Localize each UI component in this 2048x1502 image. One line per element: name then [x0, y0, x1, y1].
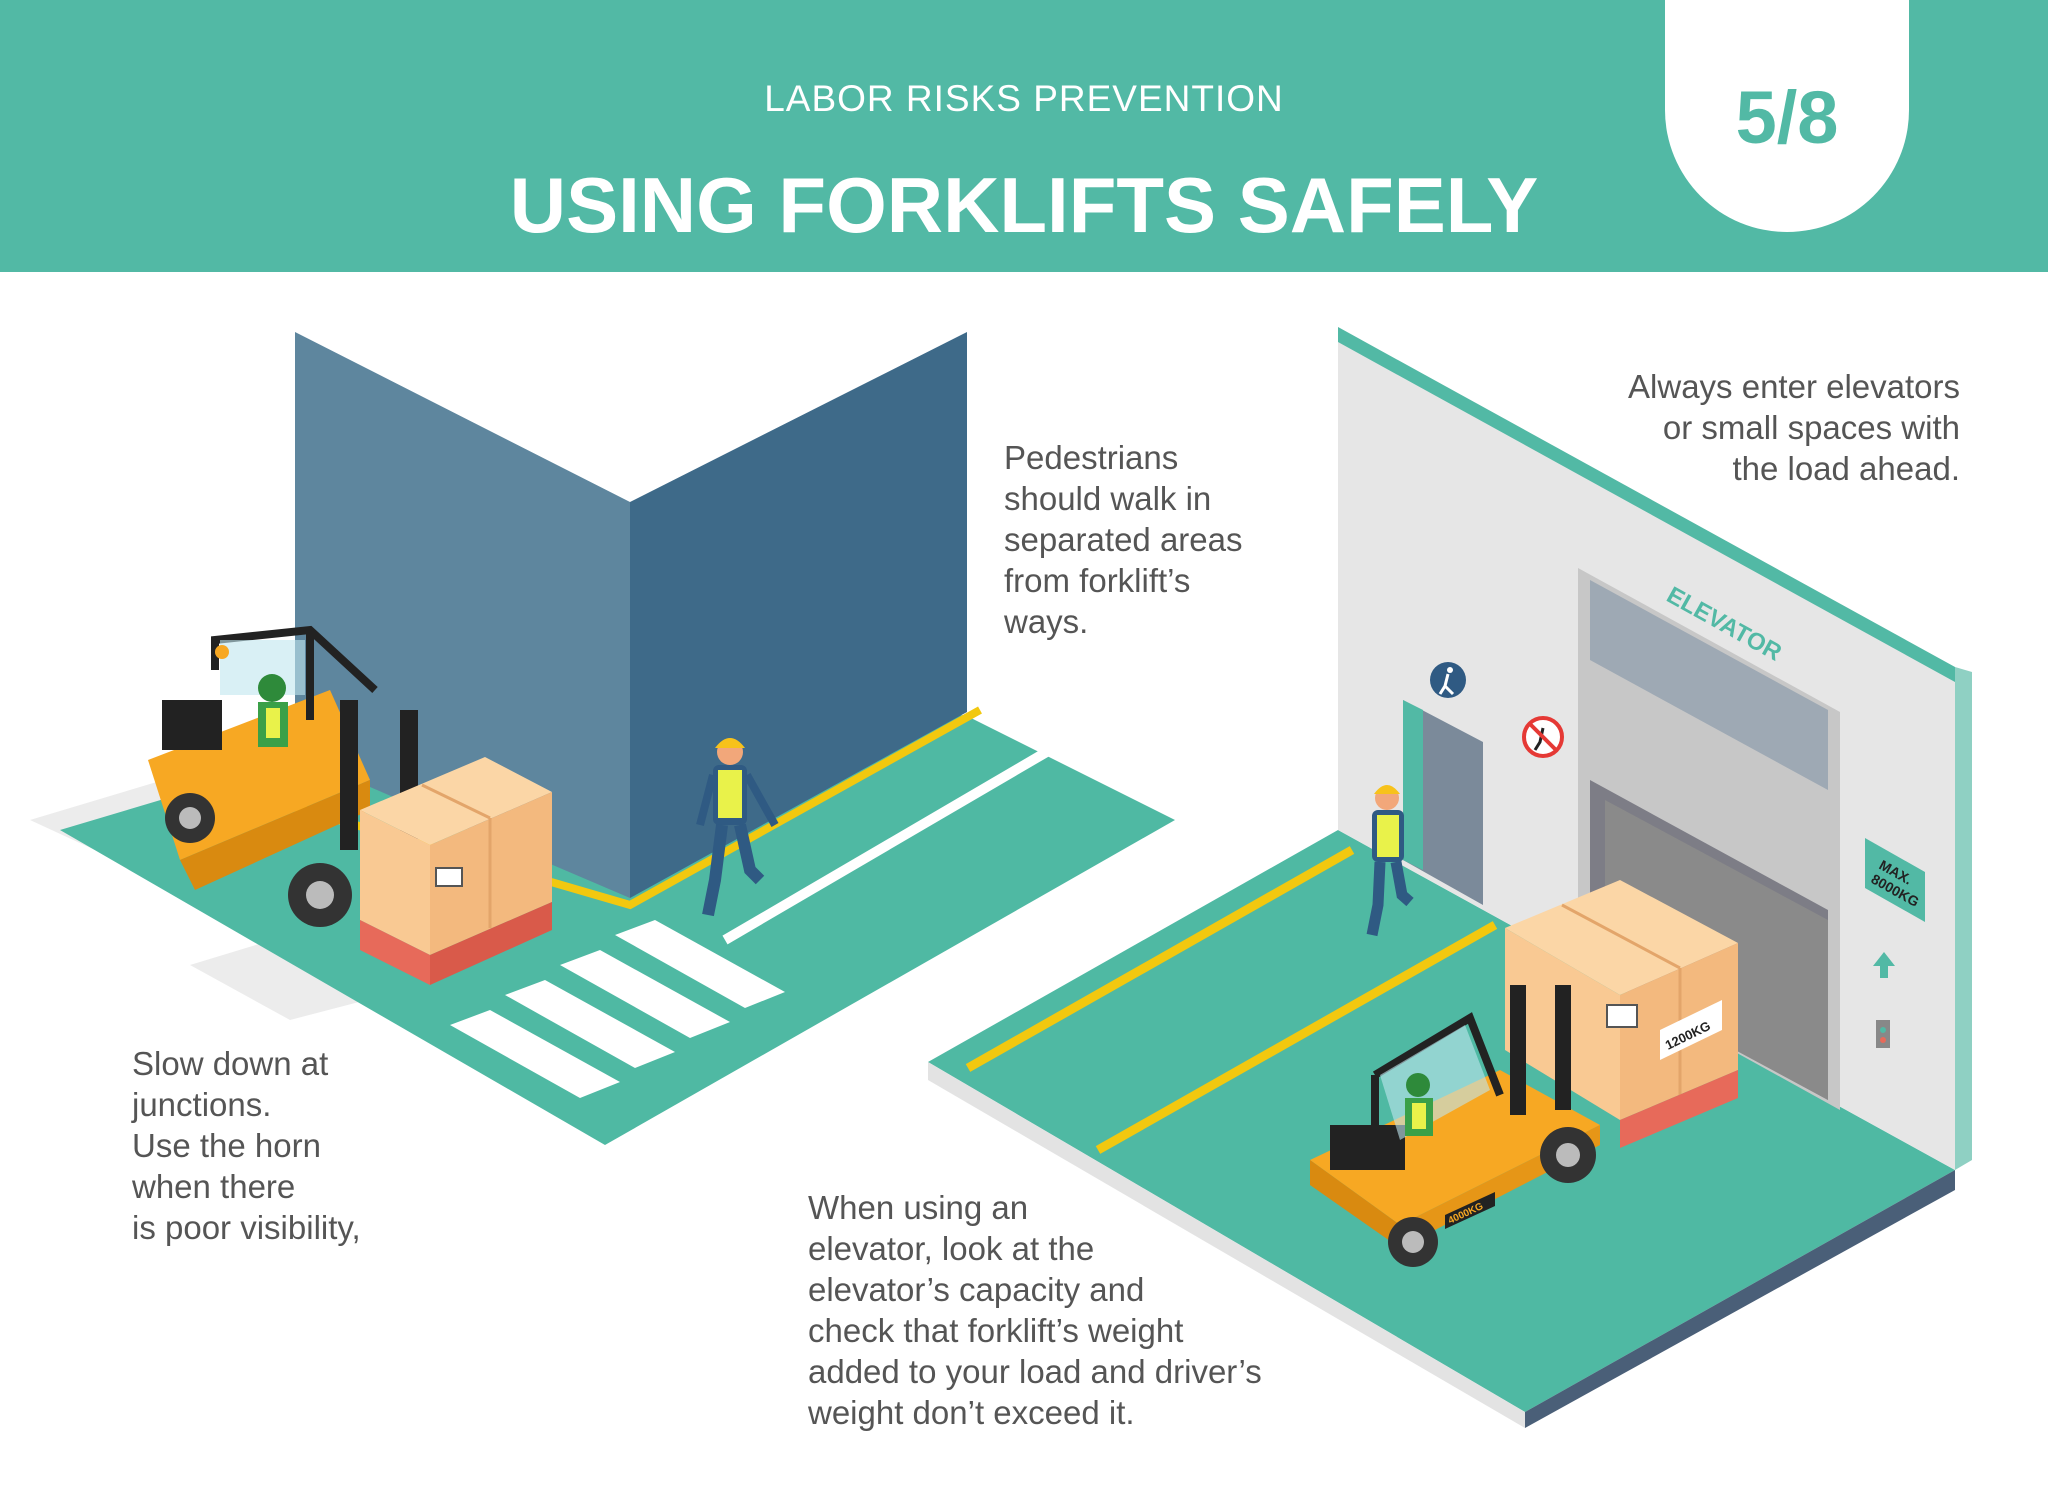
- header-subtitle: LABOR RISKS PREVENTION: [764, 78, 1284, 119]
- crate-left: [360, 757, 552, 985]
- max-capacity-sign: [1865, 838, 1925, 922]
- pedestrian-left: [696, 738, 779, 917]
- wall-right-face: [630, 332, 967, 898]
- forklift-left: [148, 625, 418, 927]
- pedestrian-right: [1366, 785, 1414, 937]
- up-arrow-icon: [1873, 952, 1895, 978]
- elevator-capacity-caption: When using an elevator, look at the elev…: [808, 1189, 1262, 1431]
- page-indicator-tab: 5/8: [1665, 0, 1909, 232]
- crosswalk: [450, 920, 785, 1098]
- no-pedestrians-sign-icon: [1522, 716, 1564, 758]
- page-indicator: 5/8: [1735, 76, 1839, 159]
- pedestrian-sign-icon: [1430, 662, 1466, 698]
- page-title: USING FORKLIFTS SAFELY: [509, 161, 1539, 249]
- yellow-lane-line: [965, 846, 1355, 1072]
- elevator-scene: ELEVATOR MAX. 8000KG: [928, 327, 1972, 1428]
- elevator-entry-caption: Always enter elevators or small spaces w…: [1628, 368, 1960, 487]
- slow-down-caption: Slow down at junctions. Use the horn whe…: [132, 1045, 361, 1246]
- elevator-button-icon: [1876, 1020, 1890, 1048]
- wall-left-face: [295, 332, 630, 898]
- pedestrians-caption: Pedestrians should walk in separated are…: [1004, 439, 1243, 640]
- header-banner: LABOR RISKS PREVENTION USING FORKLIFTS S…: [0, 0, 2048, 272]
- yellow-lane-line: [1095, 921, 1498, 1154]
- elevator-gate-grille: [1590, 580, 1828, 790]
- white-lane-line: [722, 745, 1053, 945]
- junction-scene: [30, 332, 1175, 1145]
- forklift-right: 4000KG: [1310, 985, 1600, 1267]
